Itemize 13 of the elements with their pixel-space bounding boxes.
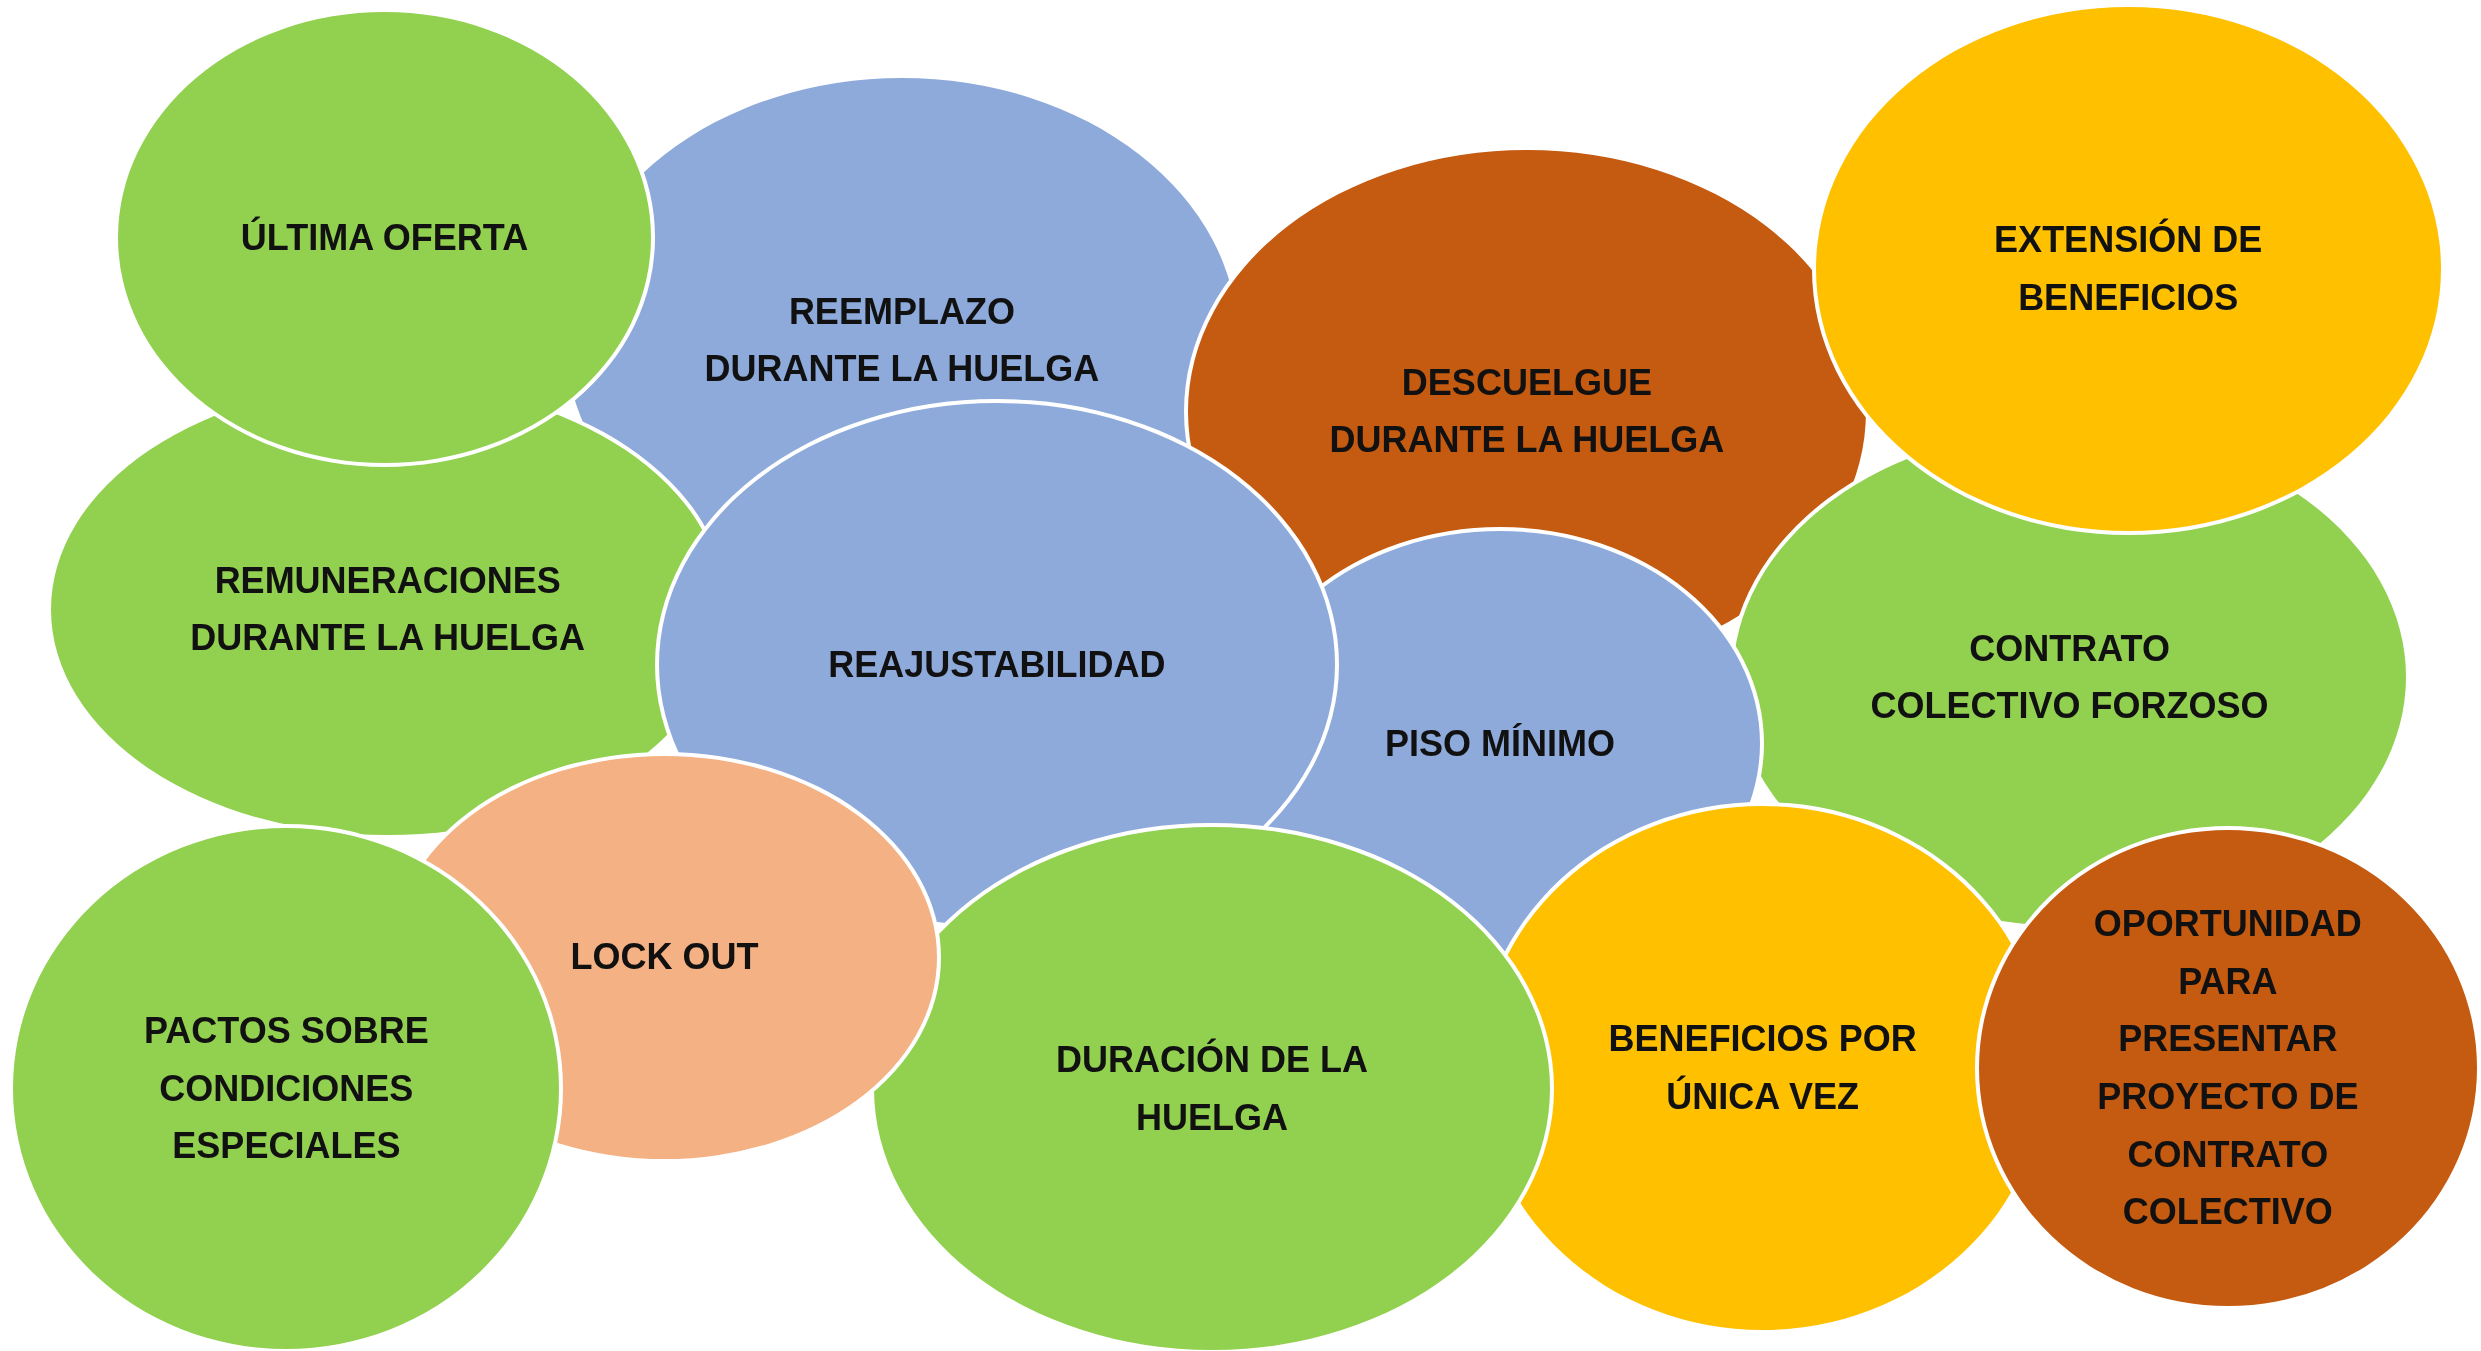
bubble-label: DURACIÓN DE LA HUELGA: [1056, 1037, 1368, 1140]
bubble-label: DESCUELGUE DURANTE LA HUELGA: [1329, 360, 1725, 463]
bubble-label: BENEFICIOS POR ÚNICA VEZ: [1608, 1017, 1917, 1119]
bubble-label: REMUNERACIONES DURANTE LA HUELGA: [190, 558, 585, 661]
bubble-label: PACTOS SOBRE CONDICIONES ESPECIALES: [144, 1009, 429, 1169]
bubble-label: REAJUSTABILIDAD: [828, 642, 1166, 687]
bubble-label: OPORTUNIDAD PARA PRESENTAR PROYECTO DE CONTRATO COLECTIVO: [2093, 902, 2362, 1235]
bubble-label: CONTRATO COLECTIVO FORZOSO: [1870, 626, 2269, 729]
bubble-label: EXTENSIÓN DE BENEFICIOS: [1994, 217, 2263, 320]
bubble-label: LOCK OUT: [570, 935, 759, 980]
bubble-label: ÚLTIMA OFERTA: [240, 215, 529, 260]
bubble-label: PISO MÍNIMO: [1384, 721, 1615, 766]
bubble-label: REEMPLAZO DURANTE LA HUELGA: [704, 289, 1100, 392]
